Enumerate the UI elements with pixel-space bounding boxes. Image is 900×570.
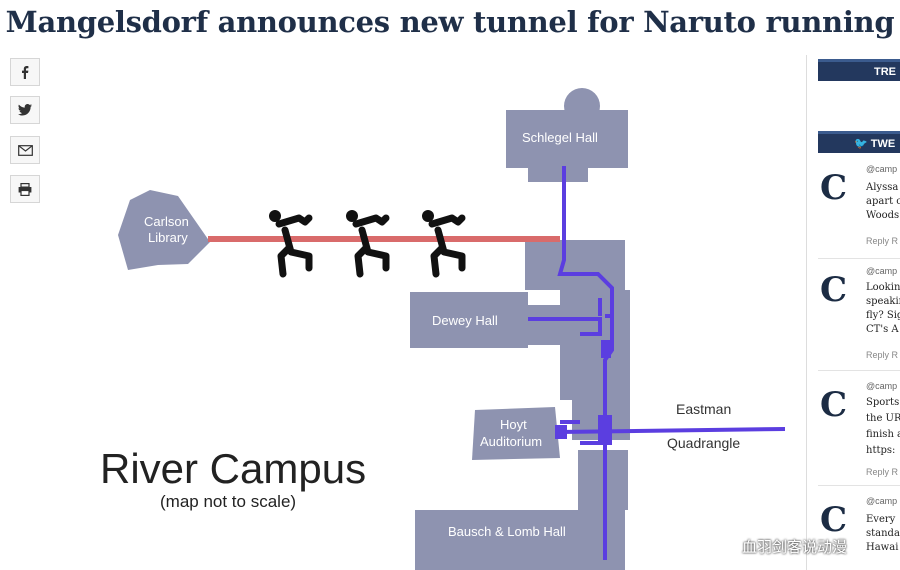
sidebar: TRE 🐦 TWE C @camp Alyssa apart c Woods R… — [818, 55, 900, 570]
tweet-card[interactable]: C @camp Every standa Hawai — [818, 490, 900, 570]
tweet-text-line: the UR — [866, 413, 900, 424]
tweet-text-line: finish a — [866, 429, 900, 440]
campus-times-logo-icon: C — [820, 385, 848, 425]
tweet-handle[interactable]: @camp — [866, 266, 898, 276]
hoyt-auditorium-building — [472, 407, 560, 460]
map-subtitle: (map not to scale) — [160, 492, 297, 511]
naruto-runner-icon — [269, 210, 313, 278]
tweet-text-line: speakir — [866, 296, 900, 307]
map-title: River Campus — [100, 445, 367, 492]
tweet-text-line: apart c — [866, 196, 900, 207]
twitter-share-button[interactable] — [10, 96, 40, 124]
tweet-card[interactable]: C @camp Alyssa apart c Woods Reply R — [818, 158, 900, 266]
bausch-lomb-label: Bausch & Lomb Hall — [448, 524, 566, 539]
carlson-label-line1: Carlson — [144, 214, 189, 229]
tweet-handle[interactable]: @camp — [866, 164, 898, 174]
quadrangle-label: Quadrangle — [667, 435, 741, 451]
schlegel-hall-label: Schlegel Hall — [522, 130, 598, 145]
facebook-share-button[interactable] — [10, 58, 40, 86]
carlson-library-building — [118, 190, 210, 270]
campus-map: Schlegel Hall Carlson Library Dewey Hall… — [60, 60, 800, 570]
tunnel-junction-marks — [555, 340, 612, 445]
tweet-text-line: https: — [866, 445, 896, 456]
tweets-header-label: TWE — [870, 138, 896, 150]
naruto-runner-icon — [422, 210, 466, 278]
tweet-text-line: Alyssa — [866, 182, 899, 193]
hoyt-label-line1: Hoyt — [500, 417, 527, 432]
email-share-button[interactable] — [10, 136, 40, 164]
tunnel-network — [528, 166, 786, 560]
tweet-text-line: Hawai — [866, 542, 899, 553]
campus-times-logo-icon: C — [820, 168, 848, 208]
tweet-text-line: standa — [866, 528, 900, 539]
print-button[interactable] — [10, 175, 40, 203]
tweet-handle[interactable]: @camp — [866, 381, 898, 391]
email-icon — [17, 144, 33, 156]
naruto-runner-icon — [346, 210, 390, 278]
tweet-text-line: Every — [866, 514, 896, 525]
tweet-text-line: Sports — [866, 397, 900, 408]
schlegel-hall-building — [506, 88, 628, 182]
watermark: 血羽剑客说动漫 — [742, 539, 848, 556]
campus-times-logo-icon: C — [820, 500, 848, 540]
article-headline: Mangelsdorf announces new tunnel for Nar… — [5, 5, 895, 39]
hoyt-label-line2: Auditorium — [480, 434, 543, 449]
tweet-actions[interactable]: Reply R — [866, 467, 899, 477]
tweet-text-line: Lookin — [866, 282, 900, 293]
trending-header: TRE — [818, 59, 900, 81]
twitter-icon — [18, 104, 32, 116]
tweet-separator — [818, 258, 900, 259]
bausch-lomb-hall-building — [415, 450, 628, 570]
print-icon — [18, 182, 32, 196]
carlson-label-line2: Library — [148, 230, 188, 245]
tweet-text-line: fly? Sig — [866, 310, 900, 321]
tweet-handle[interactable]: @camp — [866, 496, 898, 506]
eastman-label: Eastman — [676, 401, 732, 417]
tweet-separator — [818, 370, 900, 371]
campus-times-logo-icon: C — [820, 270, 848, 310]
tweet-separator — [818, 485, 900, 486]
tweet-actions[interactable]: Reply R — [866, 350, 899, 360]
tweet-actions[interactable]: Reply R — [866, 236, 899, 246]
tweet-text-line: CT's A — [866, 324, 899, 335]
tweet-card[interactable]: C @camp Sports the UR finish a https: Re… — [818, 375, 900, 486]
tweets-header: 🐦 TWE — [818, 131, 900, 153]
dewey-hall-building — [410, 292, 568, 348]
dewey-hall-label: Dewey Hall — [432, 313, 498, 328]
tweet-card[interactable]: C @camp Lookin speakir fly? Sig CT's A R… — [818, 260, 900, 371]
twitter-icon: 🐦 — [854, 138, 868, 150]
column-divider — [806, 55, 807, 570]
facebook-icon — [22, 66, 29, 79]
tweet-text-line: Woods — [866, 210, 900, 221]
